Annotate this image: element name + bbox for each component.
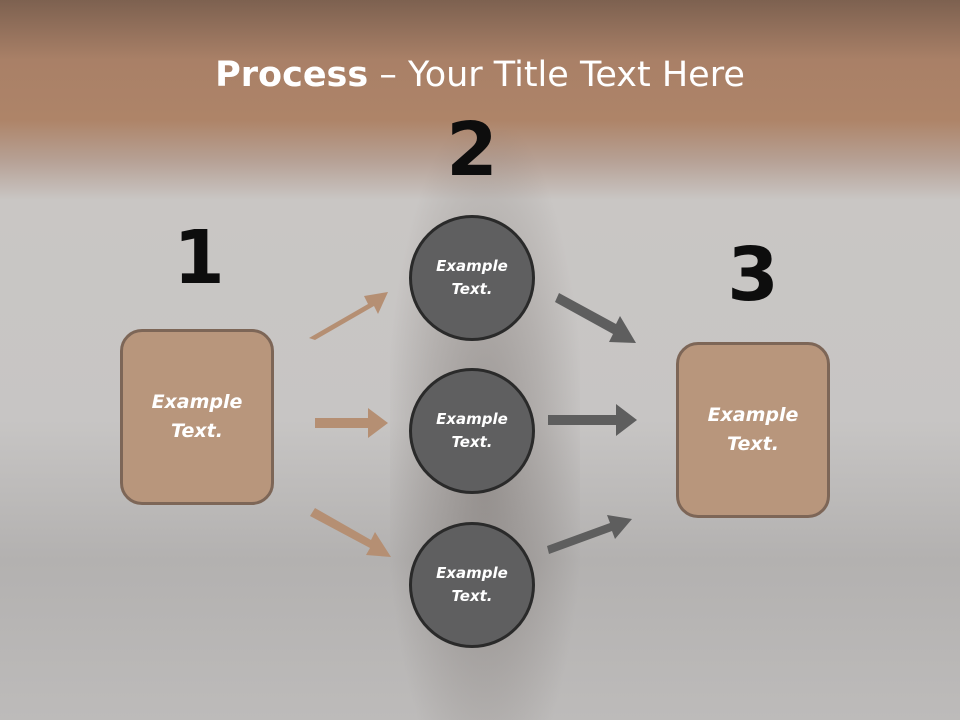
arrow-left-to-bottom bbox=[310, 508, 391, 557]
arrow-top-to-right bbox=[555, 293, 636, 343]
circle-top-label: Example Text. bbox=[436, 257, 508, 298]
left-process-box: Example Text. bbox=[120, 329, 274, 505]
circle-middle: Example Text. bbox=[409, 368, 535, 494]
circle-bottom: Example Text. bbox=[409, 522, 535, 648]
arrow-bottom-to-right bbox=[547, 515, 632, 554]
right-box-label: Example Text. bbox=[707, 404, 799, 455]
step-number-1: 1 bbox=[173, 215, 225, 301]
slide-title: Process – Your Title Text Here bbox=[0, 52, 960, 98]
circle-bottom-label: Example Text. bbox=[436, 564, 508, 605]
circle-top: Example Text. bbox=[409, 215, 535, 341]
right-process-box: Example Text. bbox=[676, 342, 830, 518]
arrow-left-to-middle bbox=[315, 408, 388, 438]
circle-middle-label: Example Text. bbox=[436, 410, 508, 451]
title-bold: Process bbox=[215, 55, 369, 95]
step-number-2: 2 bbox=[446, 107, 498, 193]
arrow-left-to-top bbox=[309, 292, 388, 340]
title-rest: – Your Title Text Here bbox=[368, 55, 745, 95]
left-box-label: Example Text. bbox=[151, 391, 243, 442]
step-number-3: 3 bbox=[727, 232, 779, 318]
arrow-middle-to-right bbox=[548, 404, 637, 436]
